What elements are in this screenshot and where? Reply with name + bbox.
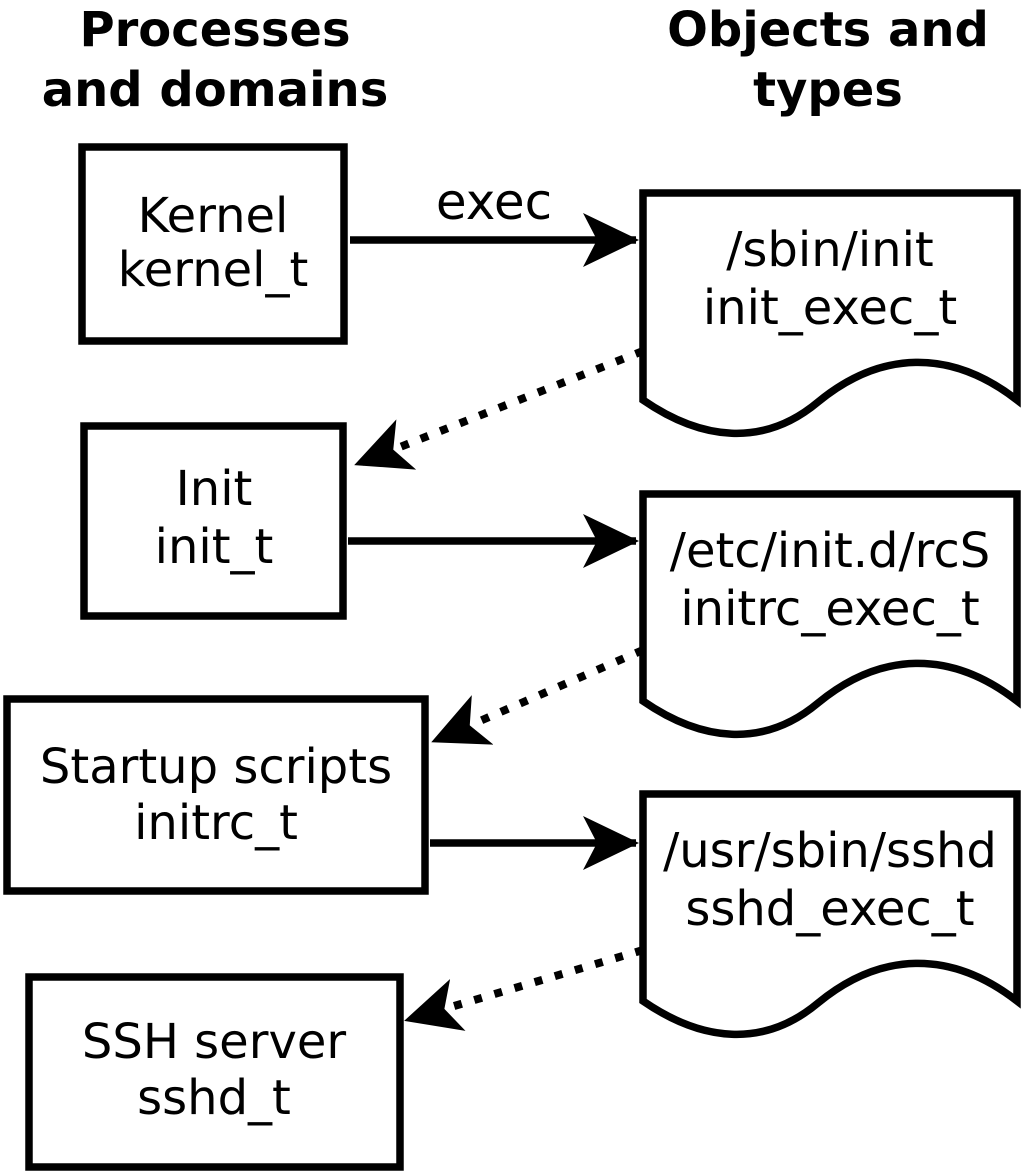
process-box-init-label: Init — [176, 461, 253, 517]
process-box-startup-scripts-type: initrc_t — [134, 795, 298, 851]
column-header-objects-line1: Objects and — [667, 2, 989, 58]
object-doc-sbin-init-shape — [639, 189, 1021, 438]
exec-arrow-kernel-to-sbin-init: exec — [350, 173, 639, 267]
process-box-kernel-type: kernel_t — [118, 242, 309, 298]
column-header-processes-line2: and domains — [42, 62, 389, 118]
object-doc-usr-sbin-sshd-label: /usr/sbin/sshd — [663, 823, 997, 879]
process-box-ssh-server-rect — [25, 973, 404, 1171]
process-box-ssh-server: SSH server sshd_t — [25, 973, 404, 1171]
process-box-kernel-label: Kernel — [138, 188, 289, 244]
exec-arrow-label: exec — [436, 173, 552, 231]
transition-arrow-sbin-init-to-init — [354, 347, 645, 470]
object-doc-sbin-init-type: init_exec_t — [703, 280, 957, 336]
process-box-ssh-server-label: SSH server — [82, 1014, 347, 1070]
process-box-ssh-server-type: sshd_t — [137, 1070, 291, 1126]
object-doc-usr-sbin-sshd-shape — [639, 790, 1021, 1039]
process-box-init-rect — [80, 422, 347, 620]
object-doc-sbin-init-label: /sbin/init — [726, 222, 934, 278]
object-doc-etc-initd-rcs-shape — [639, 490, 1021, 739]
column-header-processes: Processes and domains — [42, 2, 389, 118]
column-header-processes-line1: Processes — [79, 2, 350, 58]
object-doc-etc-initd-rcs: /etc/init.d/rcS initrc_exec_t — [639, 490, 1021, 739]
process-box-init-type: init_t — [155, 519, 274, 575]
object-doc-usr-sbin-sshd: /usr/sbin/sshd sshd_exec_t — [639, 790, 1021, 1039]
process-box-init: Init init_t — [80, 422, 347, 620]
object-doc-etc-initd-rcs-label: /etc/init.d/rcS — [670, 523, 990, 579]
process-box-startup-scripts: Startup scripts initrc_t — [3, 695, 429, 895]
process-box-kernel: Kernel kernel_t — [78, 143, 348, 345]
column-header-objects-line2: types — [753, 62, 903, 118]
transition-arrow-rcs-to-initrc — [431, 646, 645, 745]
process-box-kernel-rect — [78, 143, 348, 345]
object-doc-usr-sbin-sshd-type: sshd_exec_t — [685, 881, 974, 937]
process-box-startup-scripts-rect — [3, 695, 429, 895]
column-header-objects: Objects and types — [667, 2, 989, 118]
process-box-startup-scripts-label: Startup scripts — [40, 739, 392, 795]
object-doc-etc-initd-rcs-type: initrc_exec_t — [680, 581, 979, 637]
transition-arrow-sshd-exec-to-sshd — [404, 946, 645, 1031]
object-doc-sbin-init: /sbin/init init_exec_t — [639, 189, 1021, 438]
